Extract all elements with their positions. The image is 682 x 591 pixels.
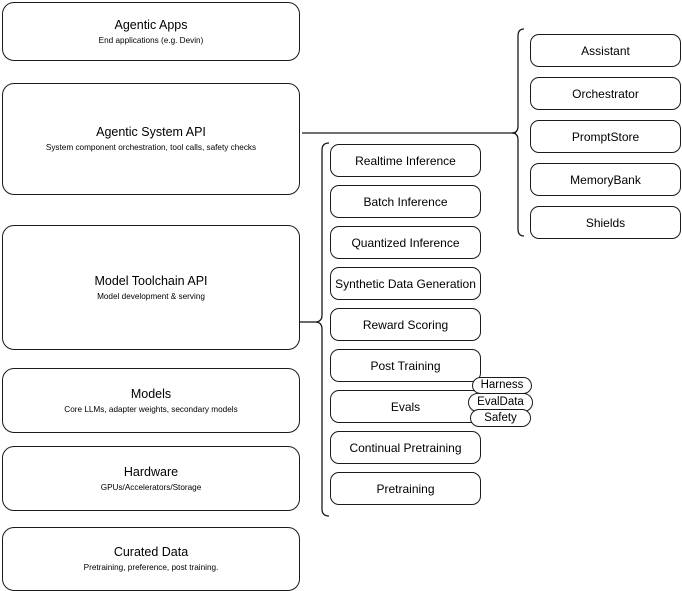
system-item-assistant[interactable]: Assistant xyxy=(530,34,681,67)
system-item-promptstore[interactable]: PromptStore xyxy=(530,120,681,153)
item-label: Continual Pretraining xyxy=(349,440,462,455)
item-label: Batch Inference xyxy=(363,194,448,209)
layer-agentic-apps[interactable]: Agentic Apps End applications (e.g. Devi… xyxy=(2,2,300,61)
toolchain-item-quantized-inference[interactable]: Quantized Inference xyxy=(330,226,481,259)
toolchain-item-reward-scoring[interactable]: Reward Scoring xyxy=(330,308,481,341)
item-label: MemoryBank xyxy=(570,172,641,187)
item-label: Shields xyxy=(585,215,626,230)
toolchain-item-pretraining[interactable]: Pretraining xyxy=(330,472,481,505)
layer-title: Agentic System API xyxy=(96,125,206,139)
item-label: Synthetic Data Generation xyxy=(335,276,476,291)
layer-subtitle: End applications (e.g. Devin) xyxy=(98,35,204,45)
layer-subtitle: Pretraining, preference, post training. xyxy=(83,563,219,572)
item-label: Assistant xyxy=(581,43,630,58)
layer-title: Curated Data xyxy=(113,545,189,559)
toolchain-item-synthetic-data-generation[interactable]: Synthetic Data Generation xyxy=(330,267,481,300)
evals-chip-safety[interactable]: Safety xyxy=(470,409,531,427)
item-label: Evals xyxy=(390,399,421,414)
toolchain-item-realtime-inference[interactable]: Realtime Inference xyxy=(330,144,481,177)
layer-hardware[interactable]: Hardware GPUs/Accelerators/Storage xyxy=(2,446,300,511)
toolchain-item-evals[interactable]: Evals xyxy=(330,390,481,423)
item-label: Orchestrator xyxy=(572,86,639,101)
layer-title: Model Toolchain API xyxy=(94,273,208,288)
layer-subtitle: GPUs/Accelerators/Storage xyxy=(100,482,202,492)
item-label: Pretraining xyxy=(376,481,435,496)
layer-curated-data[interactable]: Curated Data Pretraining, preference, po… xyxy=(2,527,300,591)
layer-title: Agentic Apps xyxy=(114,17,188,32)
layer-title: Models xyxy=(130,386,172,401)
layer-model-toolchain-api[interactable]: Model Toolchain API Model development & … xyxy=(2,225,300,350)
evals-chip-harness[interactable]: Harness xyxy=(472,377,532,394)
toolchain-item-continual-pretraining[interactable]: Continual Pretraining xyxy=(330,431,481,464)
layer-models[interactable]: Models Core LLMs, adapter weights, secon… xyxy=(2,368,300,433)
system-item-memorybank[interactable]: MemoryBank xyxy=(530,163,681,196)
layer-agentic-system-api[interactable]: Agentic System API System component orch… xyxy=(2,83,300,195)
item-label: Realtime Inference xyxy=(355,153,456,168)
system-item-shields[interactable]: Shields xyxy=(530,206,681,239)
toolchain-bracket xyxy=(314,142,330,517)
toolchain-item-batch-inference[interactable]: Batch Inference xyxy=(330,185,481,218)
item-label: PromptStore xyxy=(571,129,640,144)
system-item-orchestrator[interactable]: Orchestrator xyxy=(530,77,681,110)
toolchain-item-post-training[interactable]: Post Training xyxy=(330,349,481,382)
layer-subtitle: Model development & serving xyxy=(97,291,205,301)
layer-subtitle: System component orchestration, tool cal… xyxy=(45,143,257,152)
system-components-bracket xyxy=(511,28,525,237)
layer-title: Hardware xyxy=(123,464,179,479)
item-label: Reward Scoring xyxy=(362,317,449,332)
item-label: Quantized Inference xyxy=(351,235,460,250)
item-label: Post Training xyxy=(370,358,441,373)
layer-subtitle: Core LLMs, adapter weights, secondary mo… xyxy=(64,404,238,414)
